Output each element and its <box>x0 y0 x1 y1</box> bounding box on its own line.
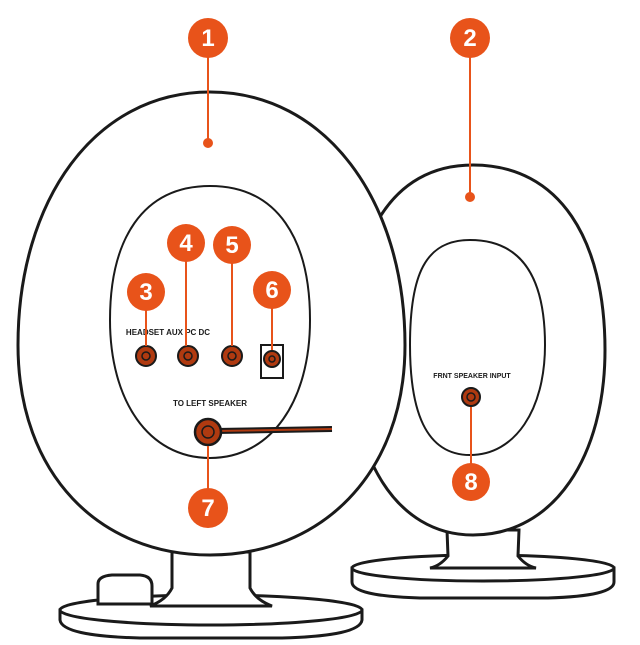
rear-speaker: FRNT SPEAKER INPUT <box>348 163 616 600</box>
callout-3-number: 3 <box>139 279 152 306</box>
to-left-speaker-label: TO LEFT SPEAKER <box>173 399 247 408</box>
callout-3-badge <box>127 273 165 311</box>
callout-leaders <box>145 56 475 492</box>
rear-speaker-panel <box>408 238 547 457</box>
front-speaker-input-label: FRNT SPEAKER INPUT <box>433 373 511 380</box>
callout-2-target <box>465 192 475 202</box>
dc-port <box>263 350 281 368</box>
callout-7: 7 <box>188 488 228 528</box>
front-speaker-input-port <box>461 387 481 407</box>
pc-port <box>221 345 243 367</box>
callout-5-number: 5 <box>225 232 238 259</box>
front-speaker-panel <box>108 184 312 460</box>
callout-5-badge <box>213 226 251 264</box>
callout-4-number: 4 <box>179 230 193 257</box>
front-speaker-input-port-ring <box>466 392 476 402</box>
dc-port-ring <box>268 355 276 363</box>
callout-6: 6 <box>253 271 291 309</box>
front-speaker-stand <box>149 550 273 608</box>
callout-6-number: 6 <box>265 277 278 304</box>
callout-1: 1 <box>188 18 228 58</box>
callout-7-number: 7 <box>201 495 214 522</box>
callout-1-badge <box>188 18 228 58</box>
to-left-speaker-port-ring <box>201 425 215 439</box>
callout-8: 8 <box>452 463 490 501</box>
callout-4-badge <box>167 224 205 262</box>
callout-6-badge <box>253 271 291 309</box>
cable-plug <box>96 573 154 606</box>
pc-port-ring <box>227 351 237 361</box>
rear-speaker-stand <box>429 528 537 570</box>
aux-port-ring <box>183 351 193 361</box>
headset-port-ring <box>141 351 151 361</box>
callout-3: 3 <box>127 273 165 311</box>
front-speaker: HEADSET AUX PC DC TO LEFT SPEAKER <box>16 90 407 640</box>
callout-badges: 1 2 3 4 5 6 7 8 <box>127 18 490 528</box>
speaker-cable-core <box>214 428 333 432</box>
headset-port <box>135 345 157 367</box>
callout-2-badge <box>450 18 490 58</box>
left-panel-label: HEADSET AUX PC DC <box>126 328 210 337</box>
callout-7-badge <box>188 488 228 528</box>
callout-2-number: 2 <box>463 25 476 52</box>
callout-2: 2 <box>450 18 490 58</box>
callout-1-target <box>203 138 213 148</box>
callout-1-number: 1 <box>201 25 214 52</box>
callout-5: 5 <box>213 226 251 264</box>
to-left-speaker-port <box>193 417 223 447</box>
callout-8-badge <box>452 463 490 501</box>
callout-8-number: 8 <box>464 469 477 496</box>
aux-port <box>177 345 199 367</box>
callout-4: 4 <box>167 224 205 262</box>
